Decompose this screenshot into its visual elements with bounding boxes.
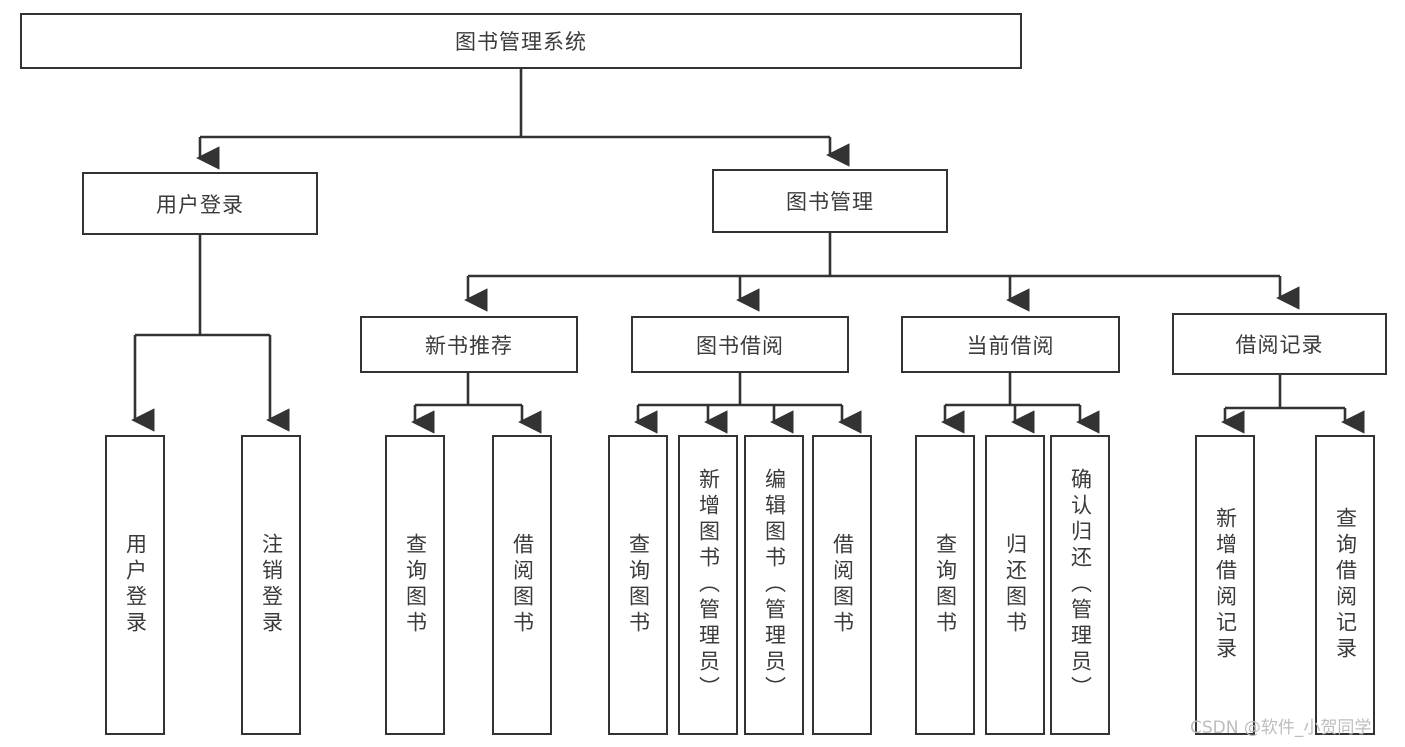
leaf-label: 新增借阅记录 [1213,507,1238,663]
leaf-label: 归还图书 [1003,533,1028,637]
leaf-label: 借阅图书 [830,533,855,637]
leaf-label: 查询图书 [933,533,958,637]
node-book-management[interactable]: 图书管理 [712,169,948,233]
leaf-current-return-book[interactable]: 归还图书 [985,435,1045,735]
node-borrow-record[interactable]: 借阅记录 [1172,313,1387,375]
leaf-current-query-book[interactable]: 查询图书 [915,435,975,735]
leaf-user-login-logout[interactable]: 注销登录 [241,435,301,735]
leaf-label: 确认归还（管理员） [1068,468,1093,702]
leaf-label: 查询图书 [403,533,428,637]
leaf-borrow-edit-book-admin[interactable]: 编辑图书（管理员） [744,435,804,735]
leaf-label: 编辑图书（管理员） [762,468,787,702]
leaf-current-confirm-return-admin[interactable]: 确认归还（管理员） [1050,435,1110,735]
leaf-label: 借阅图书 [510,533,535,637]
node-user-login[interactable]: 用户登录 [82,172,318,235]
leaf-record-query-record[interactable]: 查询借阅记录 [1315,435,1375,735]
csdn-watermark: CSDN @软件_小贺同学 [1190,718,1372,738]
node-book-borrow[interactable]: 图书借阅 [631,316,849,373]
leaf-label: 注销登录 [259,533,284,637]
leaf-recommend-query-book[interactable]: 查询图书 [385,435,445,735]
leaf-label: 用户登录 [123,533,148,637]
leaf-record-add-record[interactable]: 新增借阅记录 [1195,435,1255,735]
leaf-user-login-login[interactable]: 用户登录 [105,435,165,735]
leaf-borrow-add-book-admin[interactable]: 新增图书（管理员） [678,435,738,735]
leaf-borrow-borrow-book[interactable]: 借阅图书 [812,435,872,735]
node-new-book-recommend[interactable]: 新书推荐 [360,316,578,373]
leaf-label: 查询借阅记录 [1333,507,1358,663]
node-root-system[interactable]: 图书管理系统 [20,13,1022,69]
node-current-borrow[interactable]: 当前借阅 [901,316,1120,373]
leaf-recommend-borrow-book[interactable]: 借阅图书 [492,435,552,735]
leaf-label: 新增图书（管理员） [696,468,721,702]
leaf-borrow-query-book[interactable]: 查询图书 [608,435,668,735]
leaf-label: 查询图书 [626,533,651,637]
